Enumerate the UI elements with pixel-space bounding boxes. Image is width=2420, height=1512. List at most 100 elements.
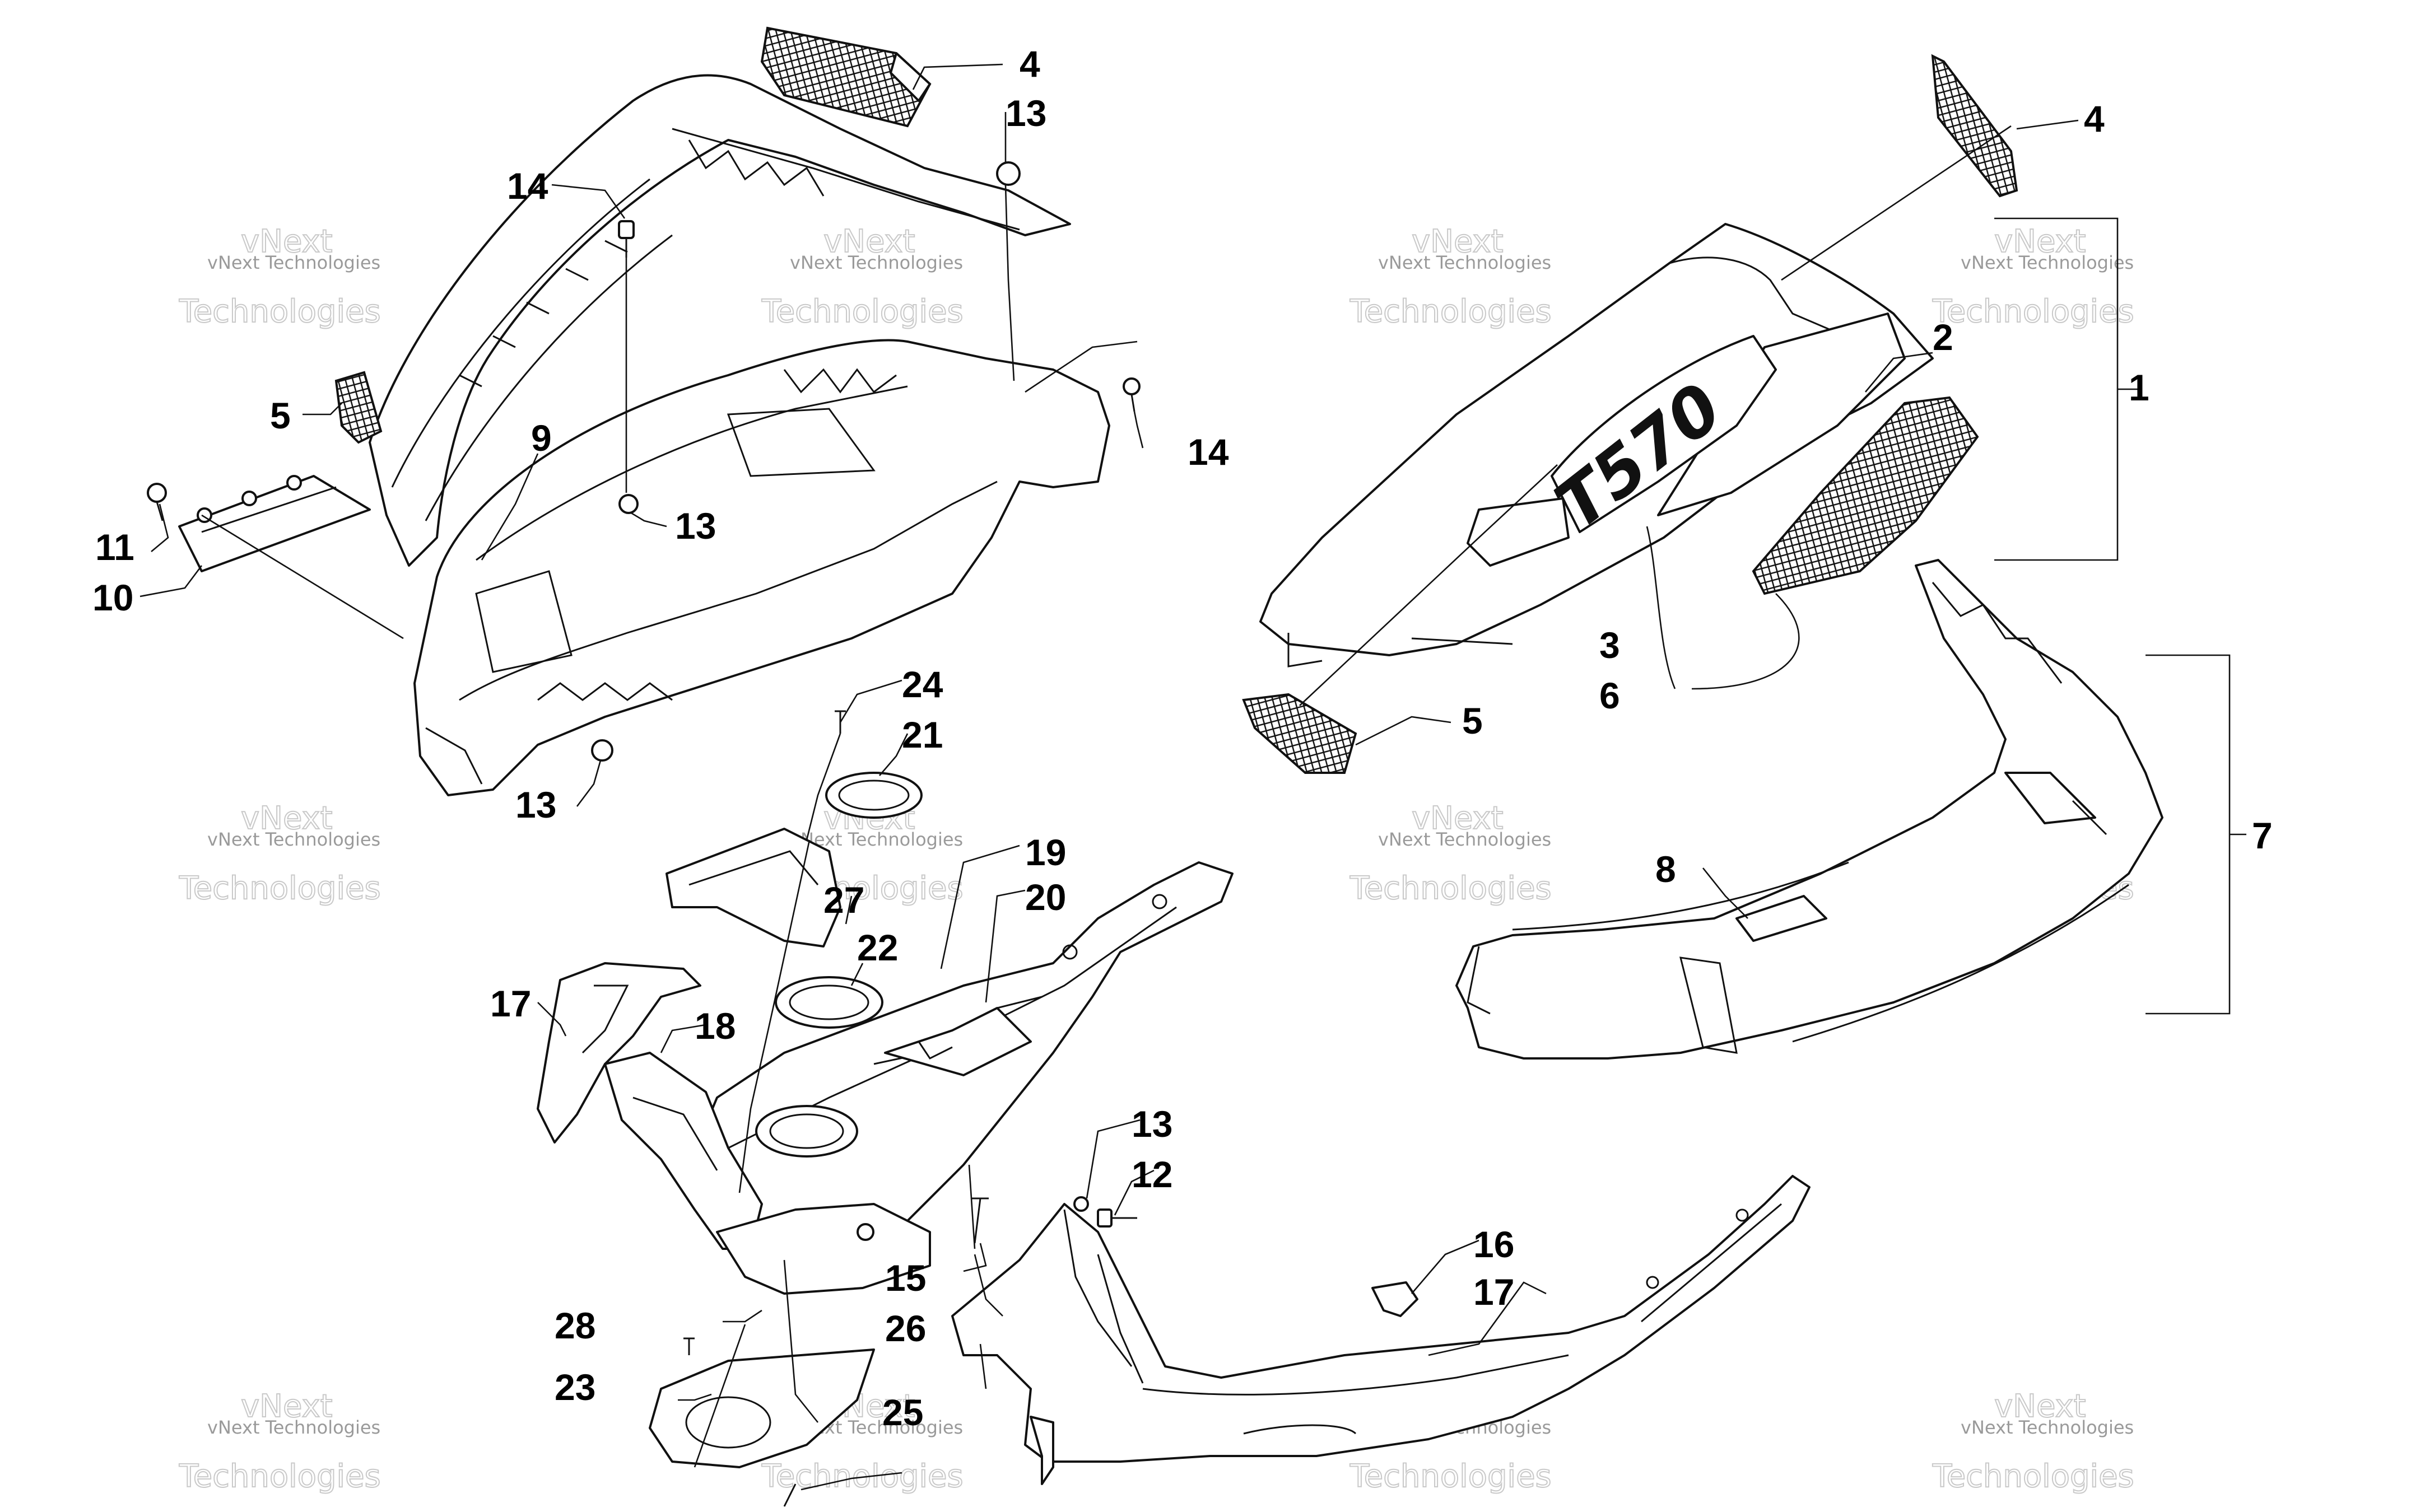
svg-text:vNext: vNext (1994, 1388, 2086, 1425)
vent-grille-5-right (1242, 693, 1357, 774)
callout-8: 8 (1655, 848, 1676, 890)
vent-grille-6 (1752, 396, 1979, 595)
watermark: vNext vNext Technologies Technologies (1932, 223, 2135, 330)
svg-text:vNext: vNext (241, 223, 333, 260)
callout-12: 12 (1132, 1154, 1172, 1195)
gasket-21 (825, 772, 923, 819)
duct-17-left (537, 962, 701, 1144)
callout-23: 23 (555, 1366, 595, 1408)
svg-text:vNext: vNext (241, 1388, 333, 1425)
callout-3: 3 (1599, 624, 1620, 666)
shield-27 (666, 828, 841, 948)
svg-text:Technologies: Technologies (761, 293, 964, 330)
callout-19: 19 (1025, 832, 1066, 873)
svg-text:vNext Technologies: vNext Technologies (207, 1417, 380, 1438)
callout-27: 27 (823, 879, 864, 921)
callout-22: 22 (857, 927, 898, 968)
hole-ring-lower (755, 1105, 858, 1158)
leader-lines (139, 63, 2246, 1491)
callout-13-top: 13 (1006, 92, 1046, 134)
side-panel-upper: T570 (1259, 223, 1934, 668)
side-panel-lower (1455, 559, 2163, 1060)
svg-text:vNext Technologies: vNext Technologies (790, 252, 963, 273)
svg-text:Technologies: Technologies (1932, 293, 2134, 330)
callout-25: 25 (882, 1392, 923, 1433)
svg-text:vNext Technologies: vNext Technologies (1378, 829, 1551, 850)
svg-text:Technologies: Technologies (1349, 293, 1552, 330)
callout-6: 6 (1599, 675, 1620, 716)
callout-labels: 4 13 14 4 2 1 5 14 9 13 11 10 3 6 5 13 2… (92, 43, 2273, 1433)
small-fasteners (683, 710, 989, 1507)
svg-text:Technologies: Technologies (179, 293, 381, 330)
callout-4-right: 4 (2084, 98, 2105, 139)
watermark: vNext vNext Technologies Technologies (1349, 800, 1552, 907)
svg-text:Technologies: Technologies (761, 1458, 964, 1495)
svg-text:vNext: vNext (1994, 223, 2086, 260)
callout-20: 20 (1025, 876, 1066, 918)
callout-2: 2 (1933, 316, 1953, 358)
svg-text:vNext: vNext (823, 223, 915, 260)
callout-21: 21 (902, 714, 943, 755)
svg-text:Technologies: Technologies (179, 870, 381, 907)
bolt-12 (1073, 1196, 1137, 1228)
svg-text:Technologies: Technologies (1932, 1458, 2134, 1495)
hardware (147, 161, 1141, 762)
callout-1: 1 (2129, 367, 2149, 408)
svg-text:vNext Technologies: vNext Technologies (1961, 252, 2134, 273)
collar-23 (649, 1348, 875, 1468)
bracket-16 (1371, 1281, 1418, 1317)
callout-5-left: 5 (270, 395, 291, 436)
watermark: vNext vNext Technologies Technologies (1349, 223, 1552, 330)
svg-text:Technologies: Technologies (179, 1458, 381, 1495)
vent-grille-5-left (334, 371, 383, 444)
callout-16: 16 (1473, 1224, 1514, 1265)
hood-upper-frame (369, 74, 1071, 567)
callout-7: 7 (2252, 815, 2273, 856)
belly-pan-19 (688, 861, 1234, 1267)
running-board-17 (951, 1175, 1811, 1485)
callout-17-left: 17 (490, 983, 531, 1024)
bracket-10 (178, 475, 371, 572)
svg-text:vNext: vNext (1412, 223, 1504, 260)
watermark: vNext vNext Technologies Technologies (1932, 1388, 2135, 1495)
callout-13-low: 13 (515, 784, 556, 825)
callout-11: 11 (95, 526, 134, 568)
watermark: vNext vNext Technologies Technologies (178, 223, 381, 330)
callout-13-mid: 13 (675, 505, 716, 547)
callout-10: 10 (92, 577, 133, 618)
screw-14-right (1123, 377, 1141, 412)
watermark: vNext vNext Technologies Technologies (178, 1388, 381, 1495)
gasket-22 (775, 976, 883, 1029)
svg-text:vNext Technologies: vNext Technologies (1378, 252, 1551, 273)
callout-18: 18 (695, 1005, 736, 1047)
callout-17-right: 17 (1473, 1271, 1514, 1313)
svg-text:Technologies: Technologies (1349, 870, 1552, 907)
callout-5-right: 5 (1462, 700, 1483, 741)
hood-lower-body (413, 339, 1110, 796)
svg-text:vNext Technologies: vNext Technologies (207, 829, 380, 850)
callout-14-right: 14 (1188, 431, 1229, 473)
svg-text:vNext: vNext (1412, 800, 1504, 837)
svg-text:vNext Technologies: vNext Technologies (207, 252, 380, 273)
vent-grille-4-left (760, 26, 932, 128)
callout-14-upper: 14 (507, 165, 548, 207)
watermark: vNext vNext Technologies Technologies (178, 800, 381, 907)
nut-13-lower (591, 739, 613, 762)
nut-13-mid (618, 494, 639, 514)
callout-26: 26 (885, 1308, 926, 1349)
callout-13-right: 13 (1132, 1103, 1172, 1145)
vent-grille-4-right (1931, 54, 2018, 198)
callout-24: 24 (902, 664, 943, 705)
screw-11 (147, 483, 167, 521)
svg-text:Technologies: Technologies (1349, 1458, 1552, 1495)
svg-text:vNext Technologies: vNext Technologies (1961, 1417, 2134, 1438)
watermark: vNext vNext Technologies Technologies (761, 223, 964, 330)
watermarks: vNext vNext Technologies Technologies vN… (178, 223, 2135, 1495)
duct-lower-section (716, 1203, 931, 1295)
callout-4-left: 4 (1020, 43, 1040, 85)
callout-15: 15 (885, 1257, 926, 1299)
svg-text:vNext: vNext (241, 800, 333, 837)
screw-14-upper (618, 220, 635, 258)
callout-28: 28 (555, 1305, 595, 1346)
